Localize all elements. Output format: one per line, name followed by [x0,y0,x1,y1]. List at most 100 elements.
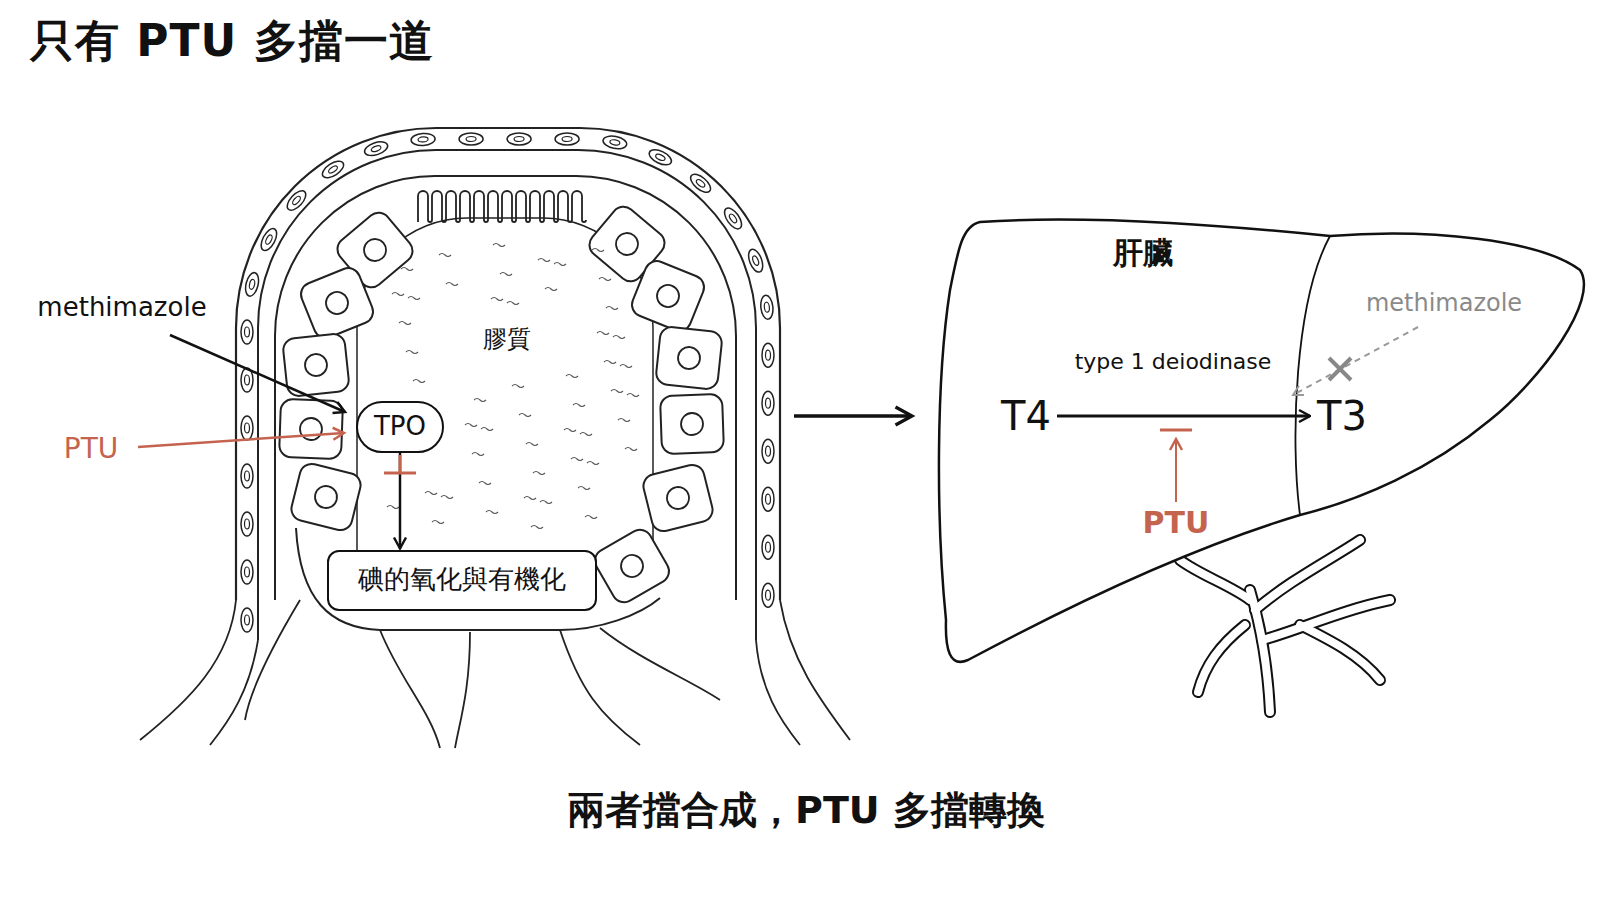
capillary-wall [688,171,714,196]
cell-nucleus [360,235,391,266]
box-label: T3 [1317,393,1367,439]
colloid-mark [620,365,632,368]
cell-nucleus [677,346,701,370]
annotation-label: methimazole [1363,290,1525,318]
cell-nucleus [313,484,340,511]
capillary-lumen [327,165,338,175]
cell-body [641,462,715,533]
flow-arrow [399,453,402,549]
vessel-wall [1300,625,1380,680]
capillary [243,271,260,297]
capillary [363,139,390,158]
capillary-lumen [695,178,706,188]
capillary-lumen [765,398,770,408]
annotation-label: PTU [1140,506,1213,541]
process-box: 碘的氧化與有機化 [327,550,597,611]
cell-nucleus [654,282,683,311]
capillary [762,487,774,511]
colloid-mark [611,390,623,393]
capillary [762,583,774,607]
capillary [647,147,674,168]
annotation-label: PTU [61,433,121,465]
capillary-lumen [371,145,382,153]
colloid-mark [599,278,611,281]
colloid-mark [580,433,592,436]
capillary [320,158,347,181]
vessel-wall [1180,560,1250,600]
inhibit-arrow [1175,439,1177,502]
colloid-mark [587,462,599,465]
colloid-mark [406,351,418,354]
colloid-mark [526,443,538,446]
capillary-wall [762,439,774,463]
colloid-mark [500,273,512,276]
block-cross [1329,358,1351,380]
colloid-mark [486,511,498,514]
colloid-mark [439,254,451,257]
vessel-lumen [1180,560,1250,600]
capillary-wall [320,158,347,181]
vessel-wall [1198,625,1245,692]
capillary-wall [241,416,253,440]
capillary-guide [247,139,768,640]
capillary [762,439,774,463]
region-node: 肝臟T4T3 [913,205,1592,675]
capillary-lumen [418,137,428,143]
capillary [459,133,483,145]
capillary-wall [762,583,774,607]
capillary-lumen [264,234,273,245]
region-label: 肝臟 [1109,236,1177,271]
capillary [760,295,774,320]
capillary [762,343,774,367]
follicular-cell [591,525,674,606]
capillary [258,226,280,253]
vessel-lumen [1255,540,1360,610]
capillary-lumen [655,153,666,162]
cell-body [655,326,723,390]
capillary-wall [762,535,774,559]
capillary-wall [241,320,253,344]
capillary-lumen [245,327,250,337]
drug-arrow [170,335,345,412]
capillary-lumen [245,567,250,577]
vessel-wall [1255,540,1360,610]
stroma-line [210,640,258,745]
colloid-mark [533,472,545,475]
capillary [688,171,714,196]
box-label: TPO [374,412,426,442]
capillary [241,464,253,488]
colloid-mark [578,487,590,490]
colloid-mark [512,385,524,388]
stroma-line [380,630,440,748]
capillary [241,560,253,584]
cell-nucleus [323,289,352,318]
colloid-mark [392,293,404,296]
follicular-cell [289,461,363,532]
capillary-wall [760,295,774,320]
capillary [241,608,253,632]
capillary-wall [241,608,253,632]
cell-nucleus [681,413,704,436]
inhibit-bar [384,472,416,475]
capillary-lumen [245,375,250,385]
capillary-wall [555,133,579,145]
capillary [555,133,579,145]
tissue-outline [236,128,780,600]
colloid-mark [399,322,411,325]
capillary [746,247,766,274]
capillary-lumen [248,279,255,290]
liver-lobe-line [1295,236,1330,515]
cell-body [289,461,363,532]
cell-nucleus [612,229,643,260]
region-label: 膠質 [479,326,535,354]
drug-arrow [138,433,344,447]
capillary-wall [647,147,674,168]
colloid-mark [606,307,618,310]
stroma-line [756,640,800,745]
capillary [284,188,309,214]
colloid-mark [571,458,583,461]
cell-body [660,394,724,454]
capillary-lumen [466,136,476,141]
capillary-lumen [245,471,250,481]
